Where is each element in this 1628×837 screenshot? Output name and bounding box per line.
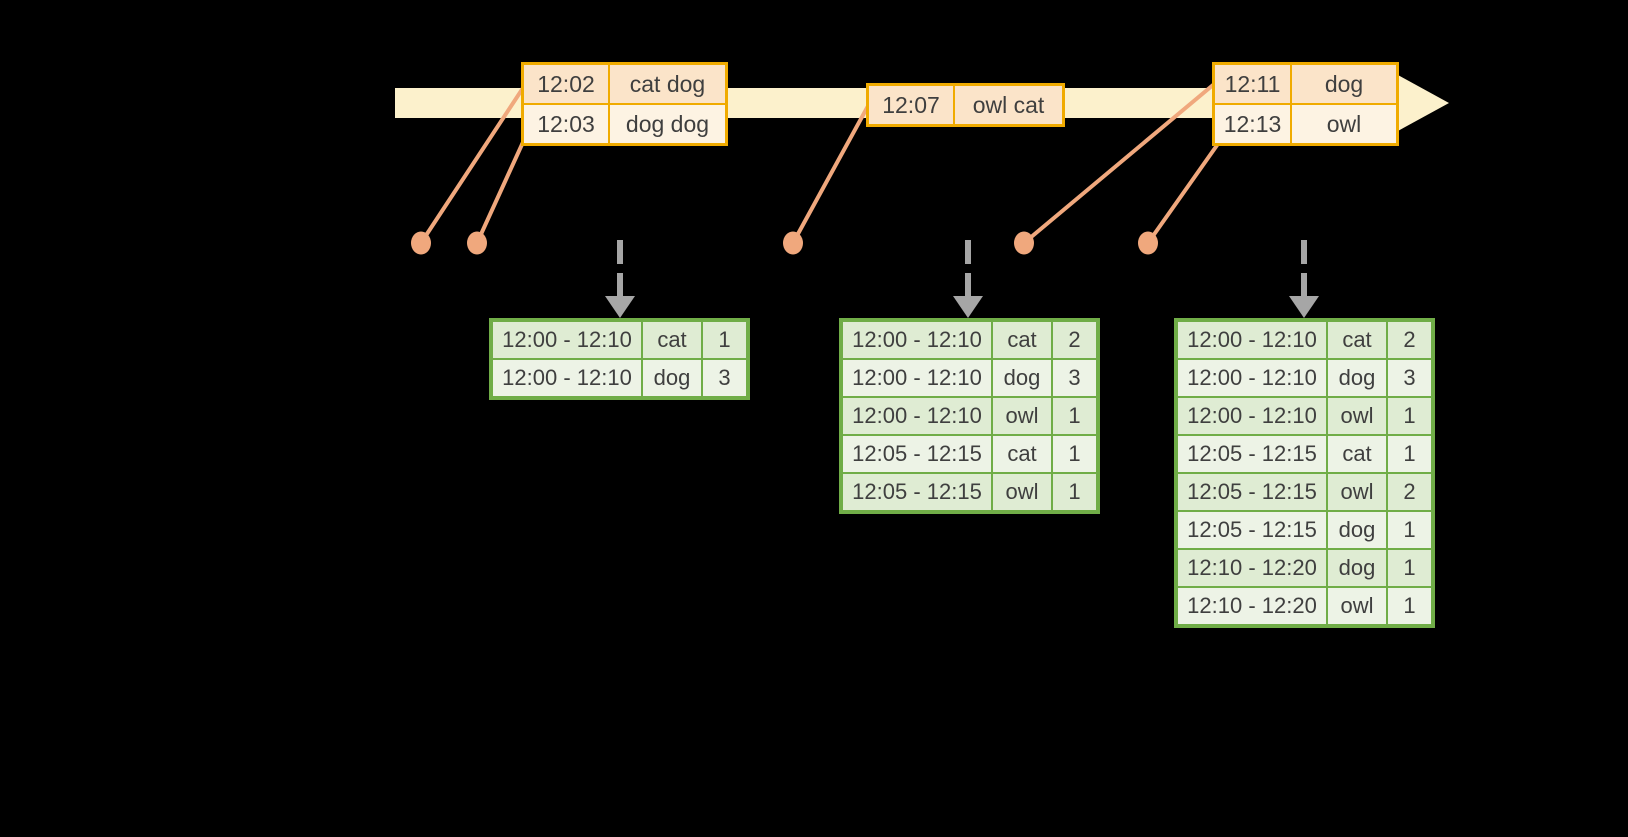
event-words: owl cat [955, 86, 1062, 124]
word-cell: owl [993, 474, 1051, 510]
event-box-3: 12:11 dog 12:13 owl [1212, 62, 1399, 146]
event-connector-line [1022, 83, 1215, 245]
count-cell: 2 [1388, 322, 1431, 358]
trigger-arrowhead-icon [953, 296, 983, 318]
event-connector-line [475, 138, 526, 245]
word-cell: owl [1328, 588, 1386, 624]
result-table-3: 12:00 - 12:10 cat 2 12:00 - 12:10 dog 3 … [1174, 318, 1435, 628]
trigger-arrowhead-icon [1289, 296, 1319, 318]
window-cell: 12:05 - 12:15 [843, 436, 991, 472]
count-cell: 3 [703, 360, 746, 396]
word-cell: owl [993, 398, 1051, 434]
result-table-2: 12:00 - 12:10 cat 2 12:00 - 12:10 dog 3 … [839, 318, 1100, 514]
count-cell: 1 [703, 322, 746, 358]
word-cell: dog [1328, 550, 1386, 586]
window-cell: 12:00 - 12:10 [1178, 398, 1326, 434]
word-cell: cat [1328, 322, 1386, 358]
word-cell: cat [993, 322, 1051, 358]
word-cell: cat [993, 436, 1051, 472]
count-cell: 1 [1053, 436, 1096, 472]
window-cell: 12:00 - 12:10 [843, 360, 991, 396]
event-time: 12:02 [524, 65, 608, 103]
event-time: 12:11 [1215, 65, 1290, 103]
count-cell: 1 [1388, 588, 1431, 624]
count-cell: 1 [1388, 436, 1431, 472]
event-time: 12:13 [1215, 105, 1290, 143]
event-dot [1014, 231, 1034, 255]
window-cell: 12:10 - 12:20 [1178, 550, 1326, 586]
event-connector-line [791, 104, 870, 245]
event-words: dog dog [610, 105, 725, 143]
event-time: 12:03 [524, 105, 608, 143]
count-cell: 3 [1388, 360, 1431, 396]
trigger-arrowhead-icon [605, 296, 635, 318]
event-dot [783, 231, 803, 255]
window-cell: 12:05 - 12:15 [1178, 474, 1326, 510]
event-connector-line [419, 86, 525, 245]
count-cell: 2 [1053, 322, 1096, 358]
count-cell: 1 [1388, 398, 1431, 434]
count-cell: 1 [1388, 512, 1431, 548]
window-cell: 12:10 - 12:20 [1178, 588, 1326, 624]
event-words: owl [1292, 105, 1396, 143]
event-dot [411, 231, 431, 255]
word-cell: owl [1328, 474, 1386, 510]
window-cell: 12:00 - 12:10 [843, 398, 991, 434]
count-cell: 1 [1388, 550, 1431, 586]
event-connector-line [1146, 139, 1222, 245]
event-words: dog [1292, 65, 1396, 103]
event-box-1: 12:02 cat dog 12:03 dog dog [521, 62, 728, 146]
window-cell: 12:05 - 12:15 [1178, 512, 1326, 548]
window-cell: 12:00 - 12:10 [843, 322, 991, 358]
event-dot [1138, 231, 1158, 255]
count-cell: 2 [1388, 474, 1431, 510]
count-cell: 1 [1053, 474, 1096, 510]
word-cell: dog [993, 360, 1051, 396]
count-cell: 1 [1053, 398, 1096, 434]
event-box-2: 12:07 owl cat [866, 83, 1065, 127]
window-cell: 12:00 - 12:10 [493, 360, 641, 396]
window-cell: 12:00 - 12:10 [1178, 322, 1326, 358]
word-cell: cat [643, 322, 701, 358]
count-cell: 3 [1053, 360, 1096, 396]
window-cell: 12:00 - 12:10 [1178, 360, 1326, 396]
word-cell: owl [1328, 398, 1386, 434]
window-cell: 12:00 - 12:10 [493, 322, 641, 358]
window-cell: 12:05 - 12:15 [1178, 436, 1326, 472]
result-table-1: 12:00 - 12:10 cat 1 12:00 - 12:10 dog 3 [489, 318, 750, 400]
timeline-arrowhead-icon [1396, 74, 1449, 132]
word-cell: dog [643, 360, 701, 396]
event-dot [467, 231, 487, 255]
word-cell: dog [1328, 512, 1386, 548]
word-cell: dog [1328, 360, 1386, 396]
word-cell: cat [1328, 436, 1386, 472]
window-cell: 12:05 - 12:15 [843, 474, 991, 510]
event-words: cat dog [610, 65, 725, 103]
event-time: 12:07 [869, 86, 953, 124]
